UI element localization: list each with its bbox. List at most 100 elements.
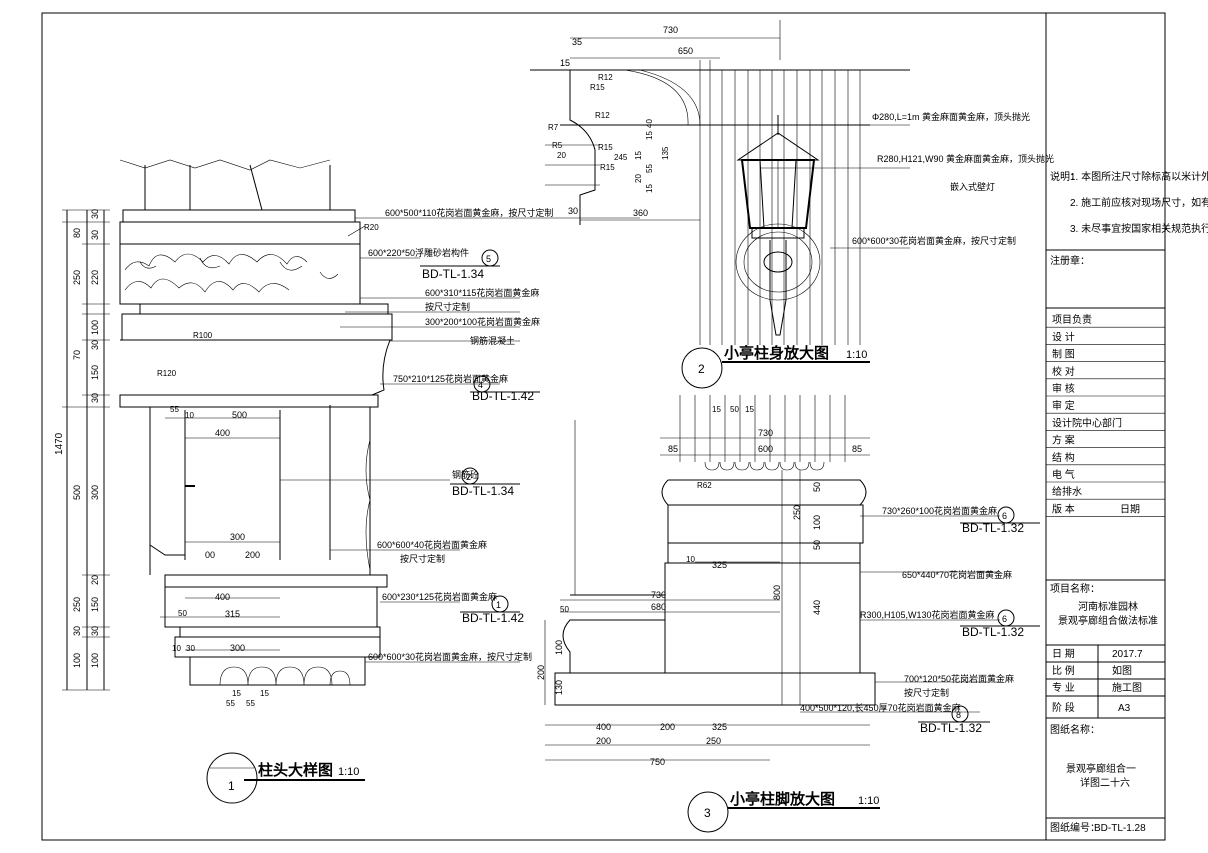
titleblock-row-label: 制 图	[1052, 348, 1075, 361]
dim-text: 200	[660, 722, 675, 732]
dim-text: 15	[260, 689, 269, 698]
dim-text: 20	[90, 575, 100, 585]
dim-text: R20	[364, 223, 379, 232]
dim-text: 200	[245, 550, 260, 560]
dim-text: 325	[712, 722, 727, 732]
dim-text: 730	[651, 590, 666, 600]
drawing-number: 2	[698, 362, 705, 376]
dim-text: R12	[595, 111, 610, 120]
dim-text: R15	[600, 163, 615, 172]
drawing-title: 柱头大样图	[258, 761, 333, 779]
info-label: 专 业	[1052, 681, 1075, 694]
note-text: Φ280,L=1m 黄金麻面黄金麻，顶头抛光	[872, 111, 1030, 122]
dim-text: R15	[598, 143, 613, 152]
ref-code: BD-TL-1.32	[962, 625, 1024, 639]
dim-text: 50	[812, 482, 822, 492]
dim-text: 15	[634, 151, 643, 160]
note-text: 钢筋砼	[452, 469, 479, 480]
titleblock-row-label: 审 核	[1052, 382, 1075, 395]
note-text: 600*310*115花岗岩面黄金麻	[425, 287, 539, 298]
dim-text: 30	[90, 393, 100, 403]
dim-text: 50	[178, 609, 187, 618]
note-text: R280,H121,W90 黄金麻面黄金麻，顶头抛光	[877, 153, 1054, 164]
project-label: 项目名称：	[1050, 582, 1100, 595]
dim-text: 100	[72, 653, 82, 668]
note-text: 按尺寸定制	[400, 553, 445, 564]
ref-number: 8	[956, 710, 961, 720]
dim-text: 400	[596, 722, 611, 732]
dim-text: 130	[554, 680, 564, 695]
drawing-number: 1	[228, 779, 235, 793]
dim-text: 400	[215, 428, 230, 438]
dim-text: 300	[230, 532, 245, 542]
dim-text: 10	[686, 555, 695, 564]
dim-text: 250	[706, 736, 721, 746]
info-value: 2017.7	[1112, 649, 1143, 660]
dim-text: 30	[90, 340, 100, 350]
dim-text: 650	[678, 46, 693, 56]
info-label: 阶 段	[1052, 701, 1075, 714]
dim-text: 250	[72, 270, 82, 285]
dim-text: R15	[590, 83, 605, 92]
dim-text: R120	[157, 369, 177, 378]
info-label: 比 例	[1052, 664, 1075, 677]
stamp-label: 注册章：	[1050, 254, 1090, 267]
ref-code: BD-TL-1.34	[452, 484, 514, 498]
dim-text: 1470	[54, 432, 65, 455]
note-text: 300*200*100花岗岩面黄金麻	[425, 316, 540, 327]
dim-text: 50	[560, 605, 569, 614]
dim-text: 55	[246, 699, 255, 708]
ref-number: 5	[486, 254, 491, 264]
note-text: 钢筋混凝土	[470, 335, 515, 346]
note-text: 按尺寸定制	[904, 687, 949, 698]
drawing-name-label: 图纸名称：	[1050, 723, 1100, 736]
dim-text: 15	[645, 131, 654, 140]
drawing-column-capital: 30 80 30 250 220 100 70 30 150 30 1470 5…	[54, 159, 640, 804]
dim-text: 30	[90, 230, 100, 240]
note-text: 750*210*125花岗岩面黄金麻	[393, 373, 508, 384]
dim-text: 750	[650, 757, 665, 767]
note-text: 600*600*40花岗岩面黄金麻	[377, 539, 487, 550]
titleblock-row-label: 结 构	[1052, 451, 1075, 464]
dim-text: 400	[215, 592, 230, 602]
ref-number: 1	[496, 600, 501, 610]
titleblock-row-label: 项目负责	[1052, 313, 1092, 326]
dim-text: 325	[712, 560, 727, 570]
dim-text: 15	[560, 58, 570, 68]
dim-text: 30	[90, 209, 100, 219]
titleblock-row-label: 设 计	[1052, 330, 1075, 343]
drawing-column-shaft: 730 650 35 15 R15 R12 R7 R12 R5 R15 20 R…	[530, 20, 1054, 389]
dim-text: 30	[72, 626, 82, 636]
note-text: 600*500*110花岗岩面黄金麻，按尺寸定制	[385, 207, 553, 218]
drawing-title: 小亭柱脚放大图	[730, 790, 835, 808]
dim-text: 250	[72, 597, 82, 612]
dim-text: 20	[557, 151, 566, 160]
project-name-line: 景观亭廊组合做法标准	[1058, 614, 1158, 627]
note-text: R300,H105,W130花岗岩面黄金麻	[860, 609, 995, 620]
ref-number: 6	[1002, 614, 1007, 624]
dim-text: R100	[193, 331, 213, 340]
ref-code: BD-TL-1.42	[472, 389, 534, 403]
dim-text: R7	[548, 123, 559, 132]
dim-text: 50	[730, 405, 739, 414]
dim-text: 55	[170, 405, 179, 414]
ref-number: 6	[1002, 511, 1007, 521]
note-text: 嵌入式壁灯	[950, 181, 995, 192]
info-value: 如图	[1112, 664, 1132, 677]
dim-text: 100	[90, 320, 100, 335]
dim-text: 15	[645, 184, 654, 193]
note-text: 600*230*125花岗岩面黄金麻	[382, 591, 497, 602]
dim-text: 10	[172, 644, 181, 653]
titleblock-row-label: 电 气	[1052, 468, 1075, 481]
dim-text: 200	[536, 665, 546, 680]
sheet-no: BD-TL-1.28	[1094, 823, 1146, 834]
note-text: 600*220*50浮雕砂岩构件	[368, 247, 469, 258]
dim-text: 200	[596, 736, 611, 746]
dim-text: R62	[697, 481, 712, 490]
dim-text: 600	[758, 444, 773, 454]
dim-text: 250	[792, 505, 802, 520]
dim-text: 40	[645, 119, 654, 128]
note-text: 400*500*120,长450厚70花岗岩面黄金麻	[800, 702, 961, 713]
dim-text: 300	[230, 643, 245, 653]
project-name-line: 河南标准园林	[1078, 600, 1138, 613]
